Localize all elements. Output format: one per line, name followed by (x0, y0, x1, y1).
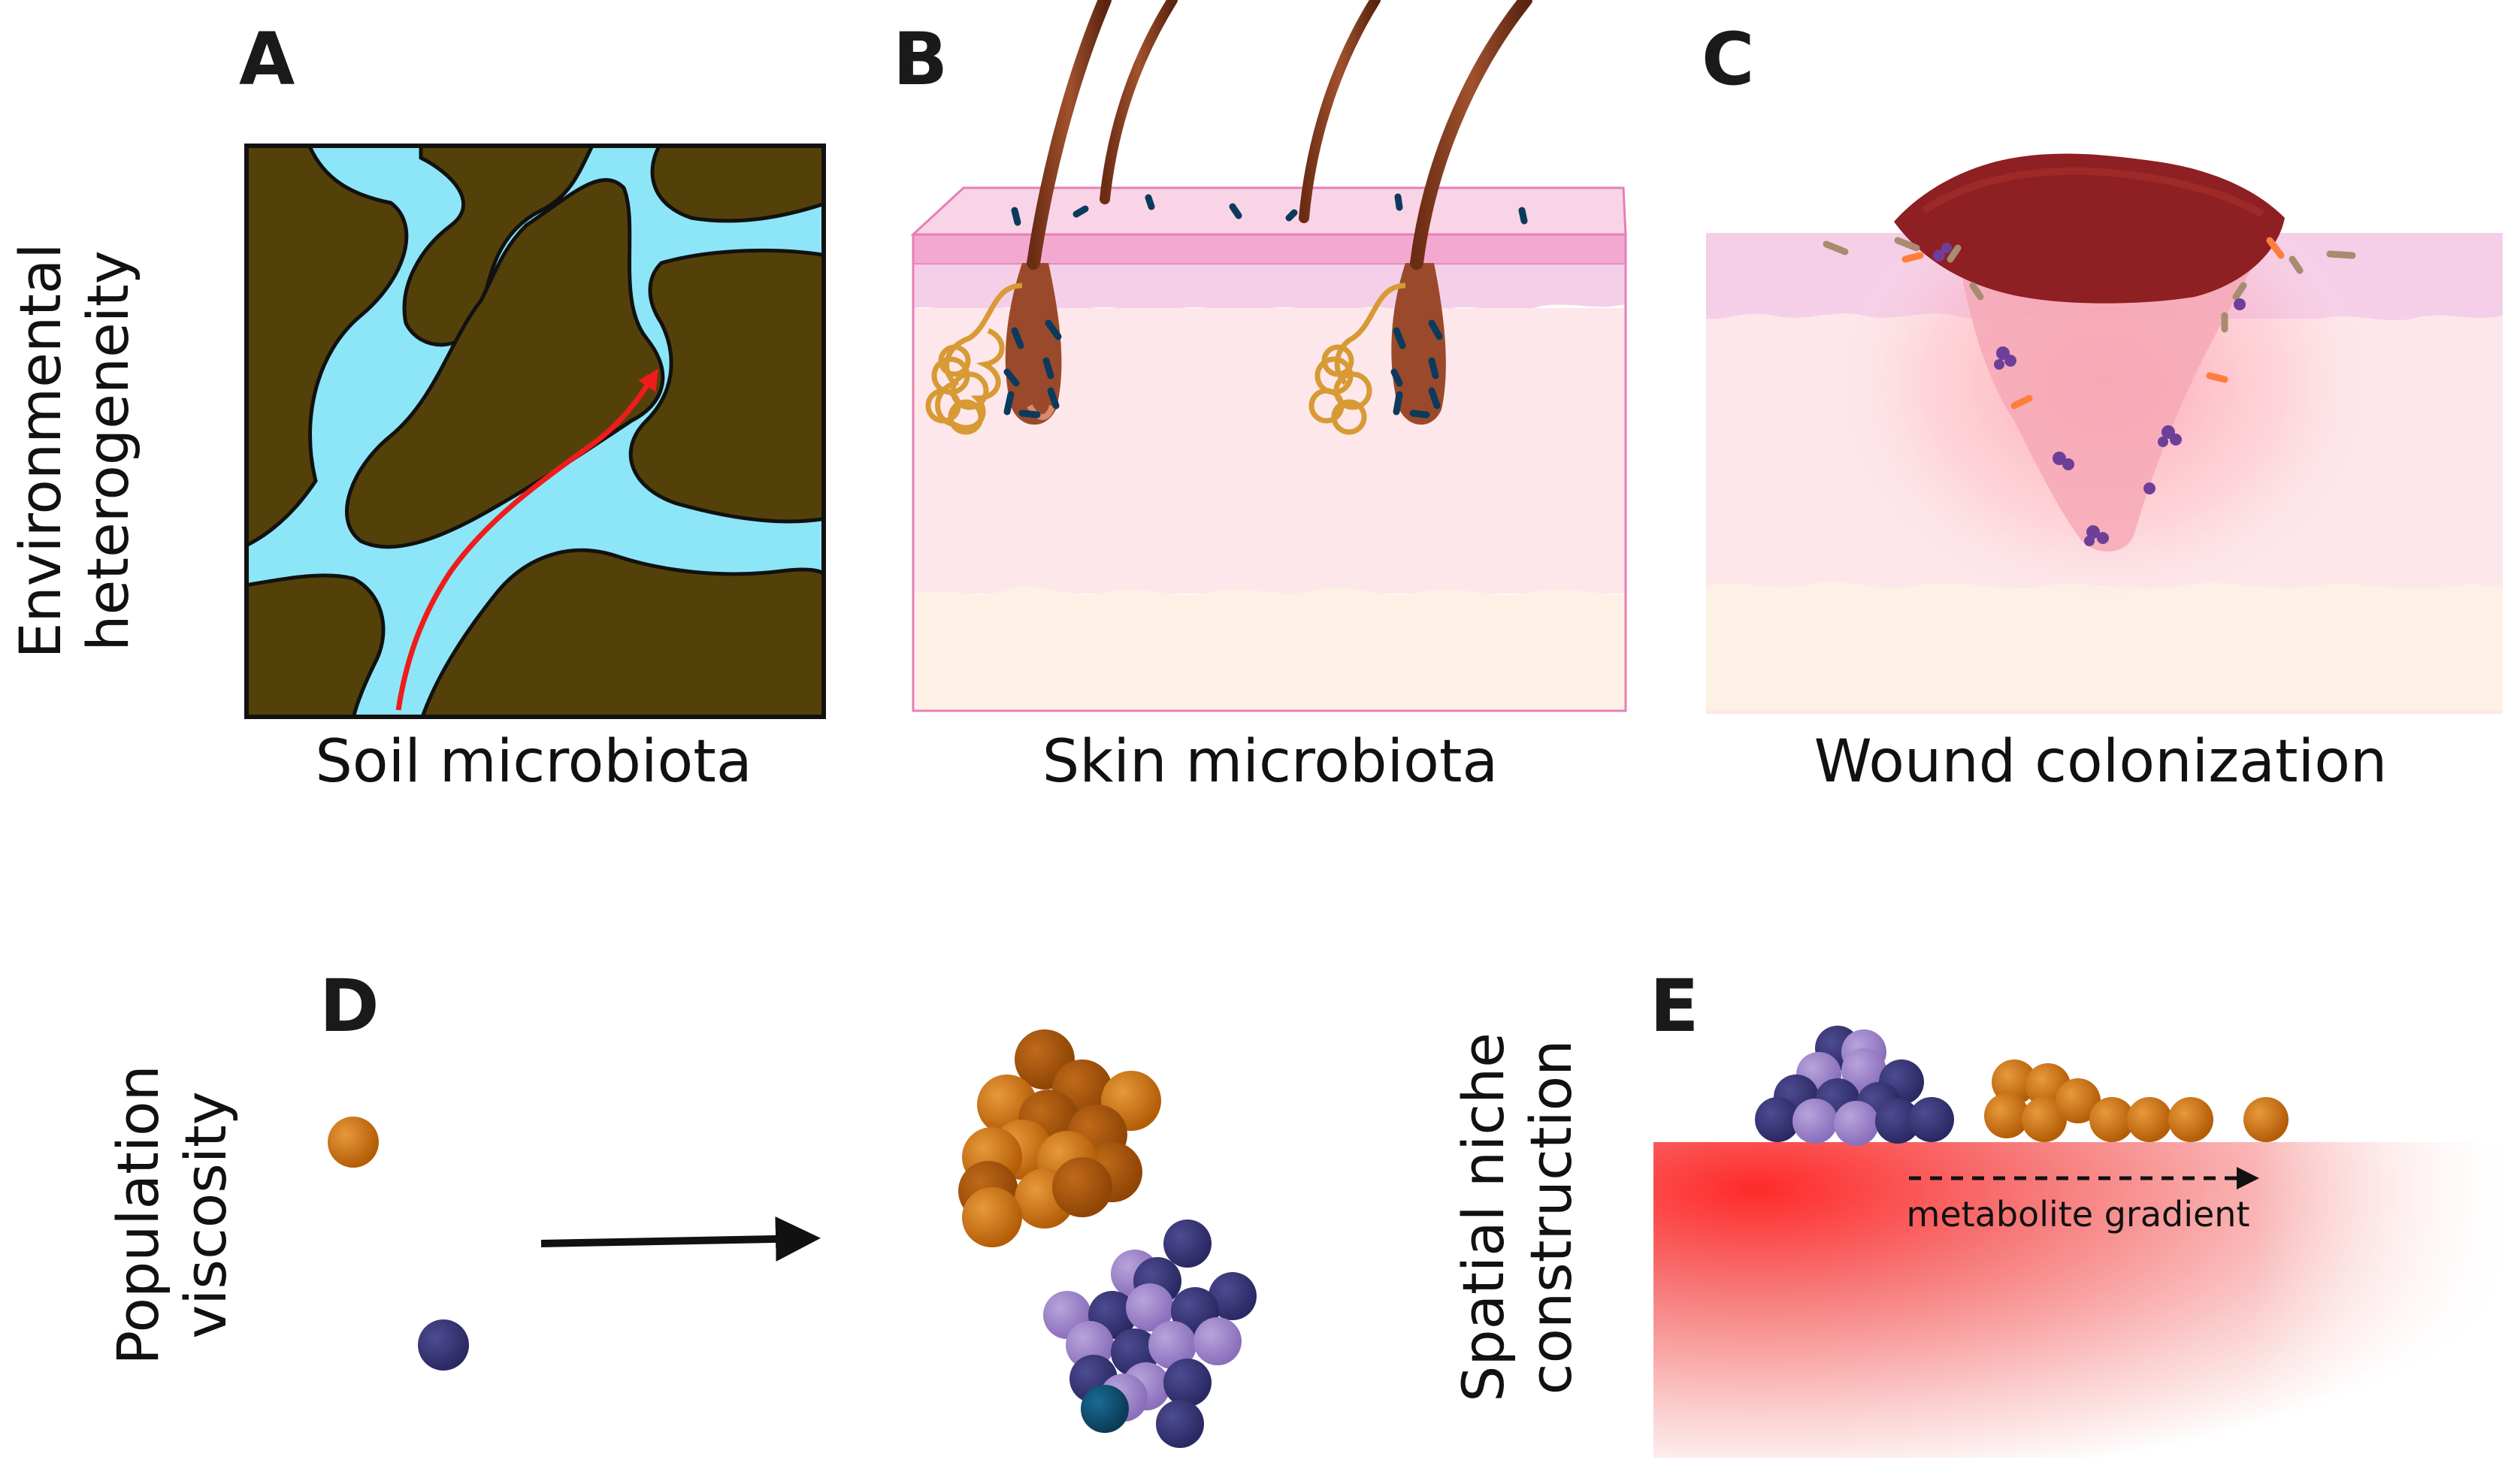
panel-c-wound-illustration: Wound colonization (1706, 153, 2503, 796)
row-label-line-1: Spatial niche (1450, 1032, 1517, 1402)
red-movement-arrow (395, 368, 659, 711)
single-orange-cell (328, 1117, 379, 1168)
panel-letter-c: C (1702, 17, 1754, 101)
soil-aggregate (402, 146, 594, 347)
soil-aggregate (345, 178, 665, 549)
row-label-line-1: Population (104, 1065, 171, 1365)
sweat-gland-coil (1308, 344, 1372, 435)
soil-aggregate (650, 146, 824, 223)
soil-aggregate (628, 248, 824, 524)
wound-bacteria-rods (1823, 237, 2356, 410)
wound-bacteria-cocci (1933, 243, 2246, 546)
scab (1894, 153, 2285, 304)
row-label-line-2: construction (1517, 1040, 1584, 1395)
wound-hypodermis (1706, 582, 2503, 711)
panel-b-frame (912, 233, 1627, 712)
metabolite-gradient-label: metabolite gradient (1907, 1194, 2250, 1235)
caption-skin-microbiota: Skin microbiota (1042, 728, 1498, 796)
row-label-line-2: viscosity (172, 1091, 239, 1338)
purple-cluster (1043, 1220, 1257, 1448)
row-label-spatial-niche-construction: Spatial niche construction (1450, 1032, 1584, 1402)
hair-follicle-left (925, 0, 1178, 435)
panel-letter-a: A (239, 17, 295, 101)
panel-a-frame (244, 144, 826, 719)
hypodermis-layer (913, 586, 1626, 711)
panel-d-illustration (328, 1029, 1257, 1448)
row-label-line-2: heterogeneity (74, 250, 141, 651)
caption-wound-colonization: Wound colonization (1814, 728, 2388, 796)
panel-b-skin-illustration: Skin microbiota (910, 0, 1627, 796)
row-label-line-1: Environmental (7, 243, 74, 659)
panel-e-illustration: metabolite gradient (1653, 1026, 2510, 1458)
orange-colony (1984, 1059, 2289, 1142)
caption-soil-microbiota: Soil microbiota (315, 728, 752, 796)
soil-aggregate (247, 573, 386, 717)
row-label-environmental-heterogeneity: Environmental heterogeneity (7, 243, 141, 659)
sweat-gland (1334, 283, 1406, 385)
sweat-gland-coil (925, 344, 989, 435)
transition-arrow (540, 1216, 821, 1262)
row-label-population-viscosity: Population viscosity (104, 1065, 239, 1365)
soil-aggregate (420, 548, 824, 717)
panel-letter-e: E (1650, 964, 1699, 1048)
orange-cluster (958, 1029, 1161, 1247)
panel-letter-b: B (893, 17, 948, 101)
soil-aggregate (247, 146, 409, 548)
gradient-fade (1653, 1142, 2510, 1458)
single-navy-cell (418, 1319, 469, 1371)
wound-bed (1958, 248, 2262, 552)
epidermis-layer (913, 264, 1626, 312)
hair-follicle-right (1299, 0, 1532, 435)
panel-a-soil-illustration: Soil microbiota (244, 144, 826, 796)
panel-letter-d: D (319, 964, 380, 1048)
skin-bacteria (1003, 193, 1528, 419)
purple-colony (1755, 1026, 1954, 1146)
epidermis-band (912, 233, 1627, 266)
